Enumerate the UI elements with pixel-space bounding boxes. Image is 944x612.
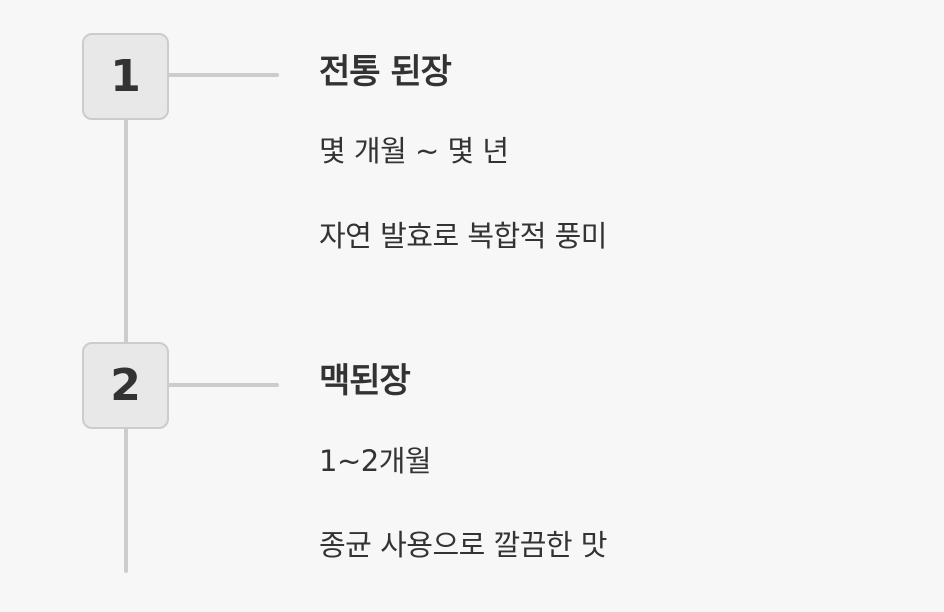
step-number: 1 (110, 51, 141, 102)
step-description: 종균 사용으로 깔끔한 맛 (319, 528, 607, 562)
timeline-connector (124, 118, 128, 344)
step-connector (167, 73, 279, 77)
step-number: 2 (110, 360, 141, 411)
step-number-badge: 2 (82, 342, 169, 429)
step-duration: 몇 개월 ~ 몇 년 (319, 134, 509, 168)
timeline-connector (124, 427, 128, 573)
step-title: 맥된장 (319, 361, 411, 401)
step-duration: 1~2개월 (319, 444, 432, 478)
step-title: 전통 된장 (319, 52, 452, 92)
step-number-badge: 1 (82, 33, 169, 120)
step-connector (167, 383, 279, 387)
step-description: 자연 발효로 복합적 풍미 (319, 219, 607, 253)
